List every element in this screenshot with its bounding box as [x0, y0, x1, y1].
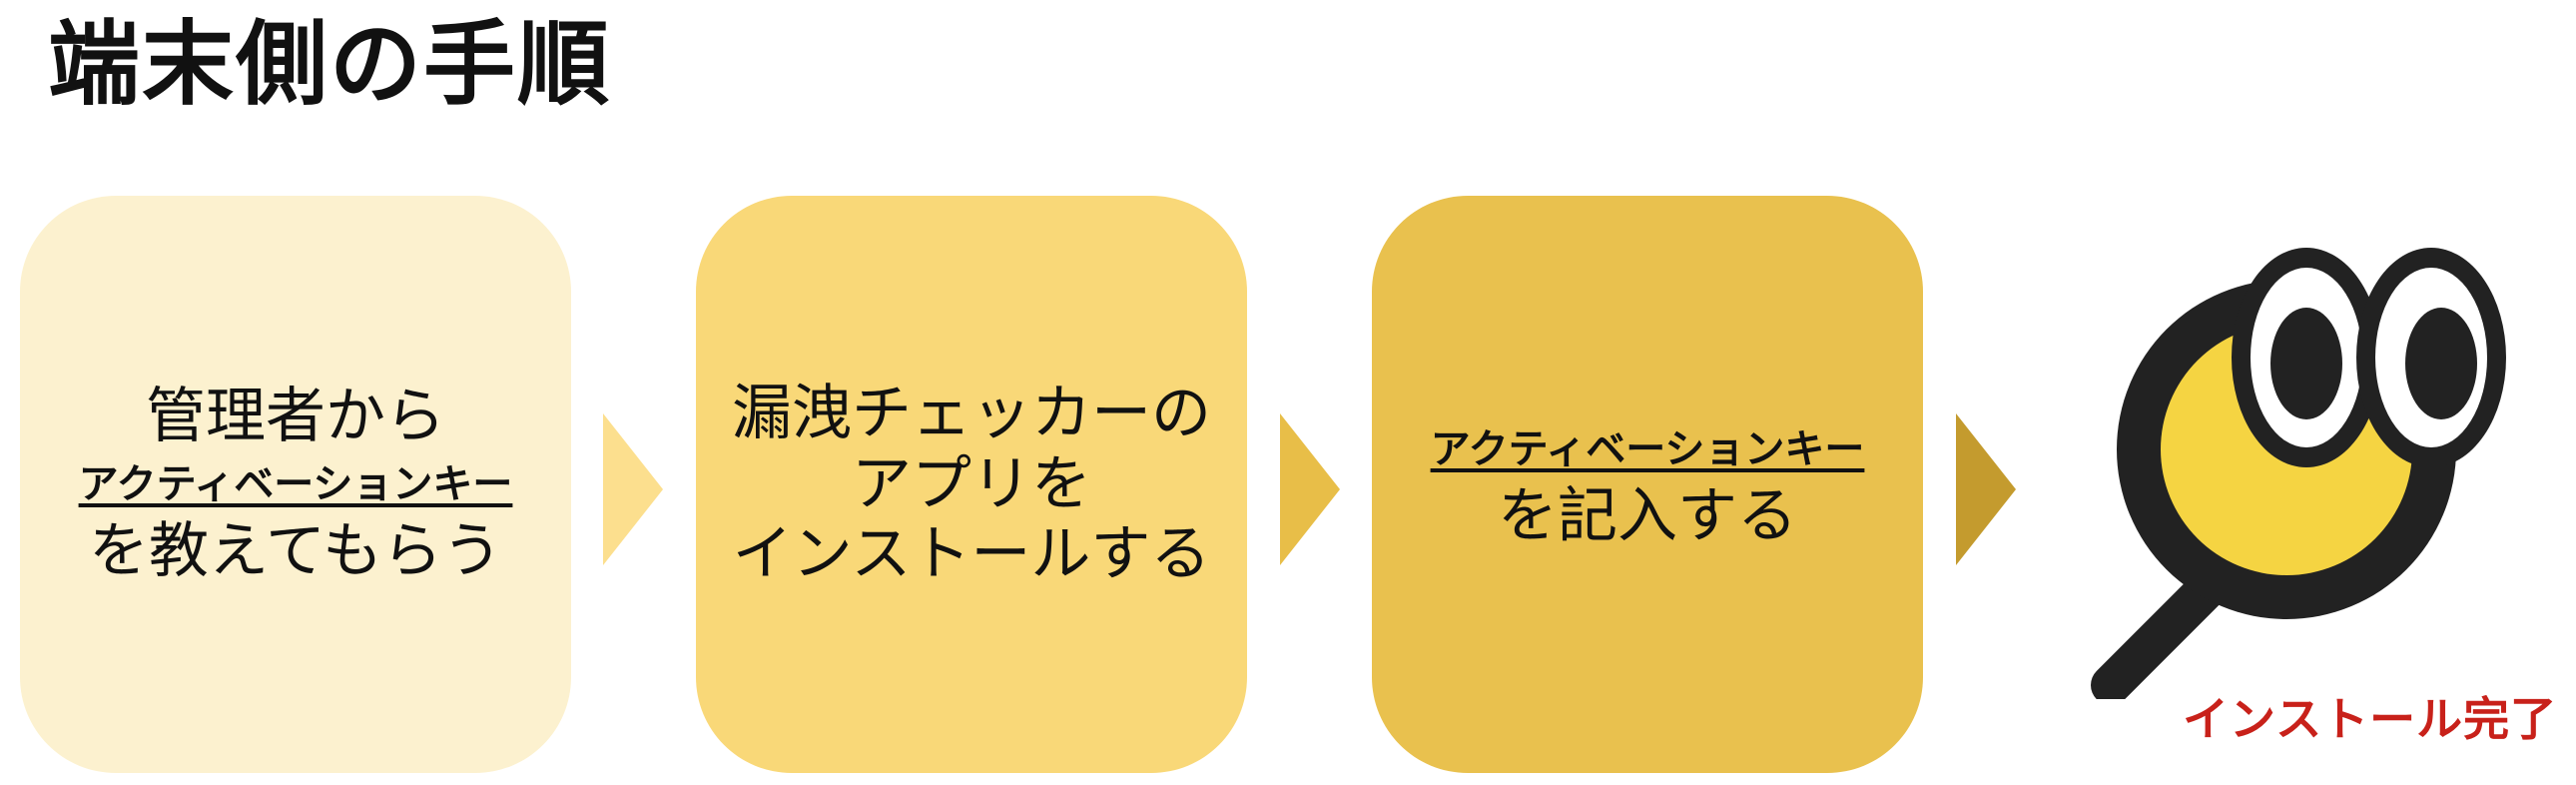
step-1-line-1: 管理者から — [146, 382, 445, 452]
step-3-activation-key: アクティベーションキー — [1430, 425, 1865, 472]
step-2-line-2: アプリを — [852, 448, 1091, 519]
step-1-activation-key: アクティベーションキー — [78, 461, 513, 507]
step-1-line-3: を教えてもらう — [89, 516, 502, 586]
step-3-line-2: を記入する — [1498, 480, 1797, 551]
arrow-right-icon — [1956, 413, 2016, 565]
magnifying-glass-eyes-icon — [2091, 248, 2506, 699]
step-2-line-3: インストールする — [732, 519, 1211, 590]
step-2-line-1: 漏洩チェッカーの — [732, 378, 1211, 448]
step-3-box: アクティベーションキー を記入する — [1372, 196, 1923, 773]
arrow-right-icon — [1280, 413, 1340, 565]
step-2-box: 漏洩チェッカーの アプリを インストールする — [696, 196, 1247, 773]
installation-complete-label: インストール完了 — [2183, 692, 2558, 746]
step-1-box: 管理者から アクティベーションキー を教えてもらう — [20, 196, 571, 773]
page-title: 端末側の手順 — [48, 11, 612, 118]
arrow-right-icon — [603, 413, 663, 565]
